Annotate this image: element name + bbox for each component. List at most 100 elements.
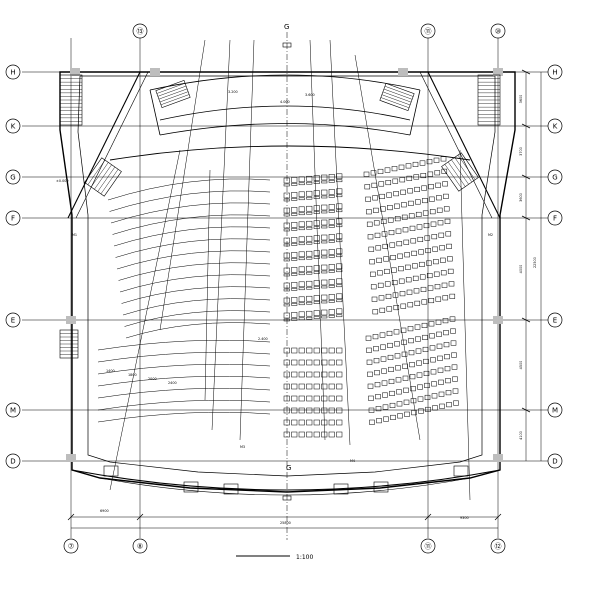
seat	[419, 274, 426, 280]
dimension-tick	[424, 513, 432, 521]
seat	[298, 431, 305, 438]
seat	[379, 193, 385, 199]
structural-column	[493, 68, 503, 76]
seat	[298, 359, 305, 366]
seat	[306, 235, 313, 242]
seat-back	[306, 181, 313, 185]
seat	[321, 204, 328, 211]
seat	[390, 255, 396, 261]
seat-back	[291, 303, 298, 306]
seat	[306, 383, 313, 390]
seat	[298, 383, 305, 390]
seat	[422, 210, 429, 216]
seat	[433, 271, 440, 277]
seat	[313, 205, 320, 211]
seat	[434, 284, 441, 290]
seat	[313, 383, 320, 390]
axis-bubble-top-label: ⑩	[495, 28, 501, 36]
seat	[429, 209, 436, 215]
seat	[313, 431, 320, 438]
seat-back	[283, 273, 290, 277]
seat	[441, 282, 448, 288]
seat	[407, 188, 413, 194]
axis-bubble-left-label: F	[11, 215, 15, 223]
seating-row-arc	[124, 310, 271, 327]
seat	[421, 299, 428, 305]
seat	[368, 407, 375, 413]
seat	[306, 280, 313, 287]
stair-stage-right-tread	[381, 94, 411, 106]
seat	[291, 431, 298, 438]
axis-bubble-bottom-label: ⑦	[68, 543, 74, 551]
seat	[336, 263, 343, 270]
axis-bubble-left	[5, 453, 21, 469]
seat	[336, 359, 343, 366]
seat-back	[306, 241, 313, 245]
section-mark-top: G	[284, 23, 289, 31]
seat	[283, 347, 290, 354]
seat-back	[328, 180, 335, 183]
entrance-door	[223, 483, 239, 495]
axis-bubble-left	[5, 402, 21, 418]
level-mark-5: ±0.000	[56, 179, 69, 183]
seat	[409, 225, 416, 231]
seat	[306, 371, 313, 378]
seat	[283, 371, 290, 378]
seat	[291, 237, 298, 243]
seat	[429, 333, 435, 339]
seat	[377, 168, 384, 174]
dimension-tick	[521, 69, 531, 75]
seat	[380, 206, 386, 212]
level-mark-2: 3.600	[305, 93, 315, 97]
axis-bubble-right-label: F	[553, 215, 557, 223]
seat	[328, 407, 335, 414]
seat	[436, 331, 442, 337]
seat	[363, 171, 370, 177]
stage-left-edge	[149, 89, 161, 136]
seat	[394, 353, 401, 359]
seating-row-arc	[113, 226, 271, 247]
stair-stage-left-tread	[156, 83, 186, 94]
axis-bubble-left	[5, 169, 21, 185]
seat	[374, 382, 381, 388]
seating-row-arc	[107, 178, 271, 201]
seat-back	[328, 225, 335, 228]
seat	[368, 395, 374, 401]
stair-side-left	[84, 157, 122, 197]
seat-back	[291, 318, 298, 321]
seat-back	[321, 270, 328, 274]
seat	[432, 246, 438, 252]
seating-row-arc	[112, 214, 271, 235]
seat	[328, 174, 335, 180]
seat	[398, 278, 405, 284]
level-mark-3: 3.200	[228, 90, 238, 94]
seat	[291, 407, 298, 414]
seat-back	[336, 254, 343, 258]
seat	[443, 342, 450, 348]
seat	[376, 418, 382, 424]
stair-mid-left	[59, 329, 79, 359]
seat	[398, 266, 404, 272]
seat	[328, 309, 335, 315]
scale-label: 1:100	[296, 554, 313, 561]
seat	[321, 234, 328, 241]
seat	[336, 173, 343, 180]
seat-back	[291, 228, 298, 231]
stair-stage-right-tread	[384, 86, 414, 97]
seat	[283, 267, 290, 274]
seat	[453, 400, 459, 406]
axis-bubble-right	[547, 402, 563, 418]
seat-back	[321, 180, 328, 184]
seat	[321, 395, 328, 402]
seat-back	[298, 287, 305, 291]
axis-bubble-left	[5, 118, 21, 134]
aisle-line	[109, 149, 181, 491]
stair-blocks	[59, 74, 501, 359]
seat-back	[298, 257, 305, 261]
seat	[306, 359, 313, 366]
seat-back	[313, 211, 320, 214]
seat	[291, 347, 298, 354]
seat	[376, 257, 382, 263]
seat-back	[336, 284, 343, 288]
seat	[388, 378, 395, 384]
